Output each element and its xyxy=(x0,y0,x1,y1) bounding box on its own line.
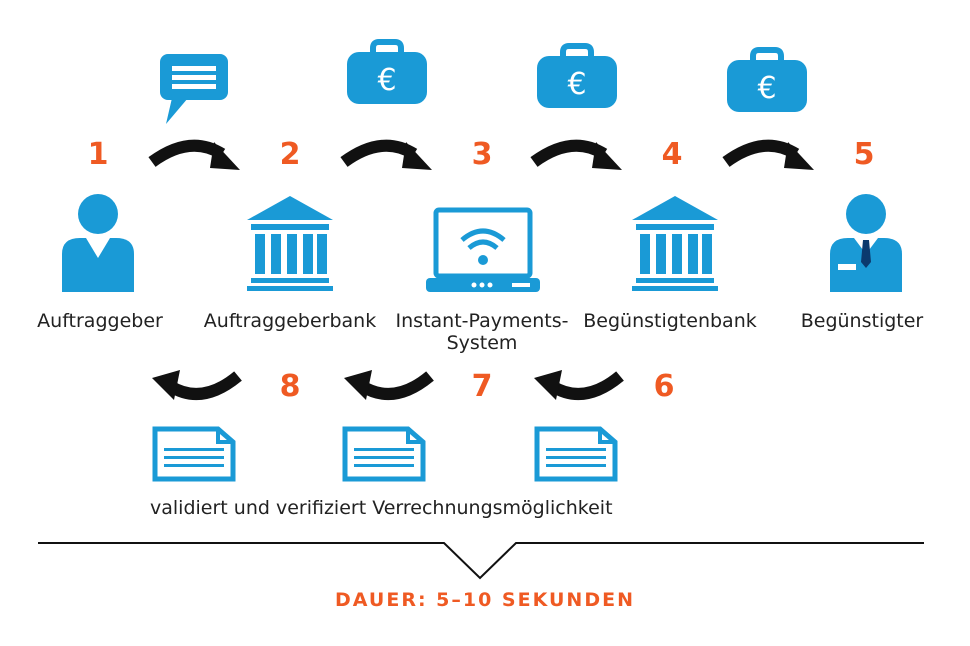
step-number-3: 3 xyxy=(471,137,493,172)
timeline-bracket xyxy=(38,542,924,580)
euro-bag-icon: € xyxy=(347,39,427,104)
bank-icon xyxy=(247,196,333,291)
svg-text:€: € xyxy=(757,71,776,106)
document-icon xyxy=(534,426,618,482)
person-icon xyxy=(62,194,134,292)
step-number-7: 7 xyxy=(471,369,493,404)
actor-label-beguenstigter: Begünstigter xyxy=(800,310,924,332)
step-number-1: 1 xyxy=(87,137,109,172)
arrow-right-icon xyxy=(530,139,622,170)
step-number-5: 5 xyxy=(853,137,875,172)
validation-label: validiert und verifiziert Verrechnungsmö… xyxy=(150,497,613,519)
arrow-right-icon xyxy=(722,139,814,170)
arrow-left-icon xyxy=(152,370,242,400)
svg-text:€: € xyxy=(377,63,396,98)
document-icon xyxy=(342,426,426,482)
step-number-4: 4 xyxy=(661,137,683,172)
laptop-wifi-icon xyxy=(426,207,540,292)
duration-label: DAUER: 5–10 SEKUNDEN xyxy=(335,589,635,611)
svg-text:€: € xyxy=(567,67,586,102)
actor-label-beguenstigtenbank: Begünstigtenbank xyxy=(583,310,757,332)
actor-label-instant-payments: Instant-Payments- xyxy=(395,310,569,332)
step-number-6: 6 xyxy=(653,369,675,404)
arrow-left-icon xyxy=(534,370,624,400)
euro-bag-icon: € xyxy=(727,47,807,112)
actor-label-system: System xyxy=(446,332,518,354)
arrow-right-icon xyxy=(340,139,432,170)
step-number-8: 8 xyxy=(279,369,301,404)
person-tie-icon xyxy=(830,194,902,292)
arrow-left-icon xyxy=(344,370,434,400)
arrow-right-icon xyxy=(148,139,240,170)
actor-label-auftraggeber: Auftraggeber xyxy=(37,310,163,332)
euro-bag-icon: € xyxy=(537,43,617,108)
document-icon xyxy=(152,426,236,482)
actor-label-auftraggeberbank: Auftraggeberbank xyxy=(203,310,377,332)
message-bubble-icon xyxy=(160,54,228,124)
bank-icon xyxy=(632,196,718,291)
step-number-2: 2 xyxy=(279,137,301,172)
